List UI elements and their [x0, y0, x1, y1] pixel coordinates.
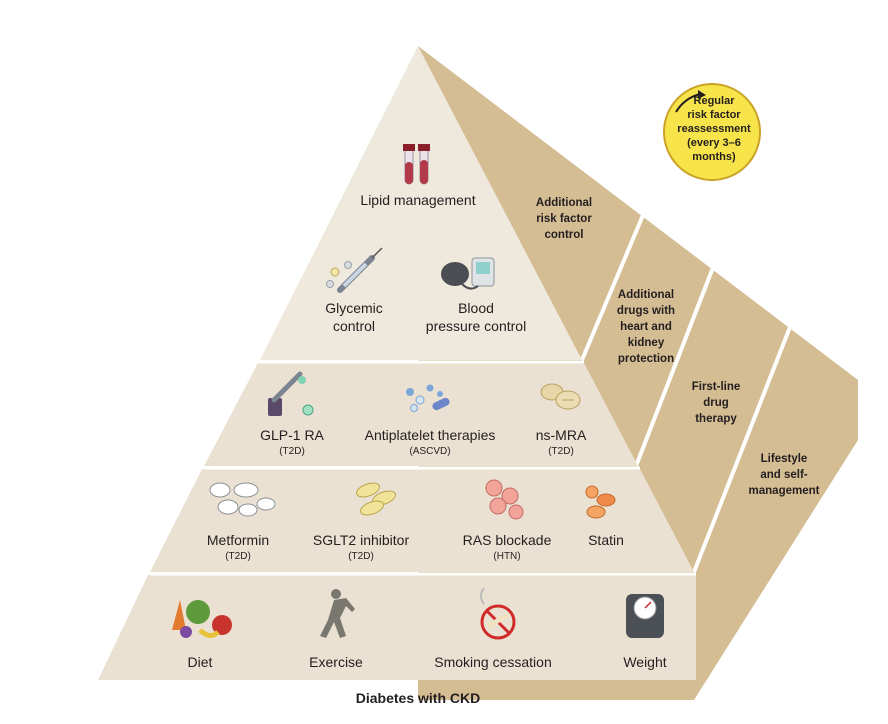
label-glycemic-line2: control	[333, 318, 375, 334]
label-diet: Diet	[188, 654, 213, 670]
tier-third	[150, 469, 694, 572]
no-smoking-icon	[480, 587, 516, 640]
test-tubes-icon	[403, 144, 430, 185]
label-ras-blockade: RAS blockade	[463, 532, 552, 548]
pink-tablets-icon	[485, 479, 524, 520]
reassessment-line2: risk factor	[687, 109, 741, 121]
label-lipid-management: Lipid management	[360, 192, 475, 208]
label-weight: Weight	[623, 654, 666, 670]
sub-ns-mra: (T2D)	[548, 446, 574, 457]
side-label-first-line-1: First-line	[692, 381, 741, 393]
side-label-lifestyle-1: Lifestyle	[761, 453, 808, 465]
runner-icon	[320, 589, 355, 638]
side-label-first-line-2: drug	[703, 397, 729, 409]
side-label-additional-drugs-5: protection	[618, 353, 674, 365]
reassessment-badge: Regular risk factor reassessment (every …	[663, 83, 761, 181]
side-label-additional-risk-2: risk factor	[536, 213, 592, 225]
tier-top	[260, 46, 582, 360]
label-glycemic-line1: Glycemic	[325, 300, 383, 316]
side-face-dividers	[580, 207, 794, 573]
side-label-lifestyle-2: and self-	[760, 469, 807, 481]
side-label-additional-drugs-3: heart and	[620, 321, 672, 333]
sub-glp1-ra: (T2D)	[279, 446, 305, 457]
side-label-additional-drugs-2: drugs with	[617, 305, 675, 317]
sub-ras-blockade: (HTN)	[493, 551, 520, 562]
reassessment-line5: months)	[692, 151, 736, 163]
reassessment-line3: reassessment	[677, 123, 751, 135]
tier-base	[98, 575, 696, 680]
label-smoking-cessation: Smoking cessation	[434, 654, 552, 670]
white-tablets-icon	[209, 482, 276, 517]
side-label-first-line-3: therapy	[695, 413, 737, 425]
yellow-tablets-icon	[356, 482, 396, 516]
sub-metformin: (T2D)	[225, 551, 251, 562]
side-label-additional-drugs-4: kidney	[628, 337, 665, 349]
blood-pressure-monitor-icon	[441, 257, 495, 290]
reassessment-line1: Regular	[694, 95, 736, 107]
tier-separators	[150, 360, 696, 576]
injection-pen-icon	[268, 371, 314, 416]
label-antiplatelet: Antiplatelet therapies	[365, 427, 496, 443]
scale-icon	[626, 594, 664, 638]
label-metformin: Metformin	[207, 532, 269, 548]
label-statin: Statin	[588, 532, 624, 548]
label-exercise: Exercise	[309, 654, 363, 670]
label-glp1-ra: GLP-1 RA	[260, 427, 324, 443]
capsules-icon	[406, 384, 450, 412]
sub-antiplatelet: (ASCVD)	[409, 446, 450, 457]
food-icon	[172, 600, 232, 638]
syringe-icon	[326, 247, 383, 293]
sub-sglt2: (T2D)	[348, 551, 374, 562]
label-blood-pressure-line1: Blood	[458, 300, 494, 316]
label-blood-pressure-line2: pressure control	[426, 318, 526, 334]
side-label-additional-risk-3: control	[545, 229, 584, 241]
label-sglt2: SGLT2 inhibitor	[313, 532, 410, 548]
reassessment-line4: (every 3–6	[687, 137, 741, 149]
caption-diabetes-ckd: Diabetes with CKD	[356, 690, 480, 706]
orange-tablets-icon	[585, 485, 616, 519]
tablets-icon	[540, 383, 581, 410]
side-label-additional-drugs-1: Additional	[618, 289, 674, 301]
label-ns-mra: ns-MRA	[536, 427, 587, 443]
side-label-additional-risk-1: Additional	[536, 197, 592, 209]
side-label-lifestyle-3: management	[749, 485, 820, 497]
tier-second	[204, 363, 638, 466]
